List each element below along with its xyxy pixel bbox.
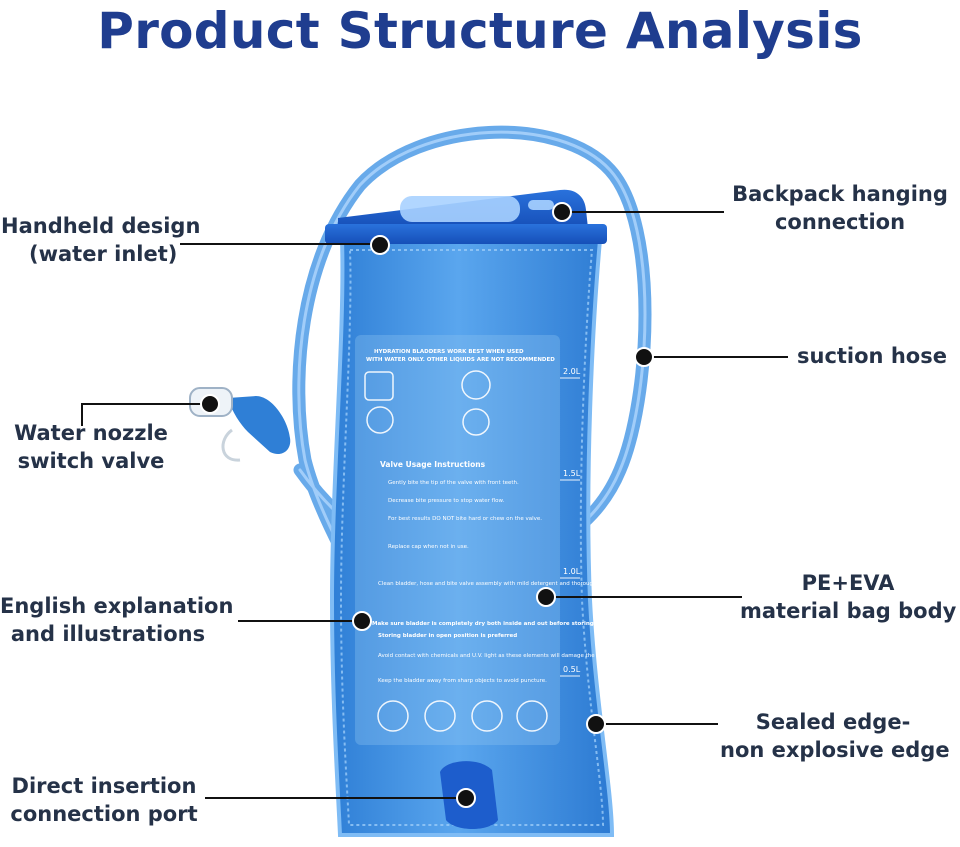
label-english-line-2: and illustrations (10, 622, 206, 646)
printed-instructions-panel: HYDRATION BLADDERS WORK BEST WHEN USED W… (355, 335, 649, 745)
label-sealed-line-1: Sealed edge- (755, 710, 911, 734)
label-suction-line-1: suction hose (797, 344, 947, 368)
volume-marks (560, 377, 580, 677)
label-handheld-line-1: Handheld design (1, 214, 201, 238)
volume-mark-1l: 1.0L (563, 567, 581, 576)
label-sealed-edge: Sealed edge- non explosive edge (720, 708, 950, 764)
label-english-explanation: English explanation and illustrations (0, 592, 234, 648)
page-title: Product Structure Analysis (97, 2, 863, 60)
care-step-4: Avoid contact with chemicals and U.V. li… (378, 653, 618, 659)
label-material-line-1: PE+EVA (801, 571, 895, 595)
label-nozzle-line-1: Water nozzle (14, 421, 168, 445)
dot-port (456, 788, 476, 808)
label-port-line-2: connection port (10, 802, 198, 826)
bladder-bag-body (329, 238, 615, 837)
dot-handheld (370, 235, 390, 255)
label-backpack-connection: Backpack hanging connection (724, 180, 956, 236)
care-step-2: Make sure bladder is completely dry both… (372, 621, 596, 627)
usage-step-3: For best results DO NOT bite hard or che… (388, 516, 542, 522)
label-handheld-line-2: (water inlet) (29, 242, 178, 266)
label-handheld-design: Handheld design (water inlet) (1, 212, 200, 268)
illustration-icons (364, 370, 491, 436)
care-step-3: Storing bladder in open position is pref… (378, 633, 517, 639)
label-english-line-1: English explanation (0, 594, 234, 618)
label-sealed-line-2: non explosive edge (720, 738, 950, 762)
volume-mark-1-5l: 1.5L (563, 469, 581, 478)
callout-dots (200, 202, 654, 808)
usage-step-2: Decrease bite pressure to stop water flo… (388, 498, 504, 504)
volume-mark-2l: 2.0L (563, 367, 581, 376)
label-water-nozzle: Water nozzle switch valve (6, 419, 176, 475)
volume-mark-0-5l: 0.5L (563, 665, 581, 674)
dot-english (352, 611, 372, 631)
care-step-1: Clean bladder, hose and bite valve assem… (378, 581, 649, 587)
label-material-bag-body: PE+EVA material bag body (740, 569, 956, 625)
label-suction-hose: suction hose (797, 342, 947, 370)
label-port-line-1: Direct insertion (11, 774, 197, 798)
label-nozzle-line-2: switch valve (17, 449, 165, 473)
warning-line-1: HYDRATION BLADDERS WORK BEST WHEN USED (374, 349, 524, 355)
label-backpack-line-1: Backpack hanging (732, 182, 948, 206)
label-direct-insertion-port: Direct insertion connection port (8, 772, 200, 828)
warning-icons (377, 700, 548, 732)
care-step-5: Keep the bladder away from sharp objects… (378, 678, 547, 684)
dot-nozzle (200, 394, 220, 414)
dot-backpack (552, 202, 572, 222)
usage-title: Valve Usage Instructions (380, 460, 486, 469)
dot-material (536, 587, 556, 607)
usage-step-1: Gently bite the tip of the valve with fr… (388, 480, 519, 486)
label-material-line-2: material bag body (740, 599, 957, 623)
callout-leaders (81, 211, 788, 799)
label-backpack-line-2: connection (774, 210, 906, 234)
usage-step-4: Replace cap when not in use. (388, 544, 469, 550)
warning-line-2: WITH WATER ONLY. OTHER LIQUIDS ARE NOT R… (366, 357, 555, 363)
top-slider-clip (325, 189, 607, 244)
dot-suction (634, 347, 654, 367)
leader-nozzle (81, 403, 208, 426)
dot-sealed (586, 714, 606, 734)
